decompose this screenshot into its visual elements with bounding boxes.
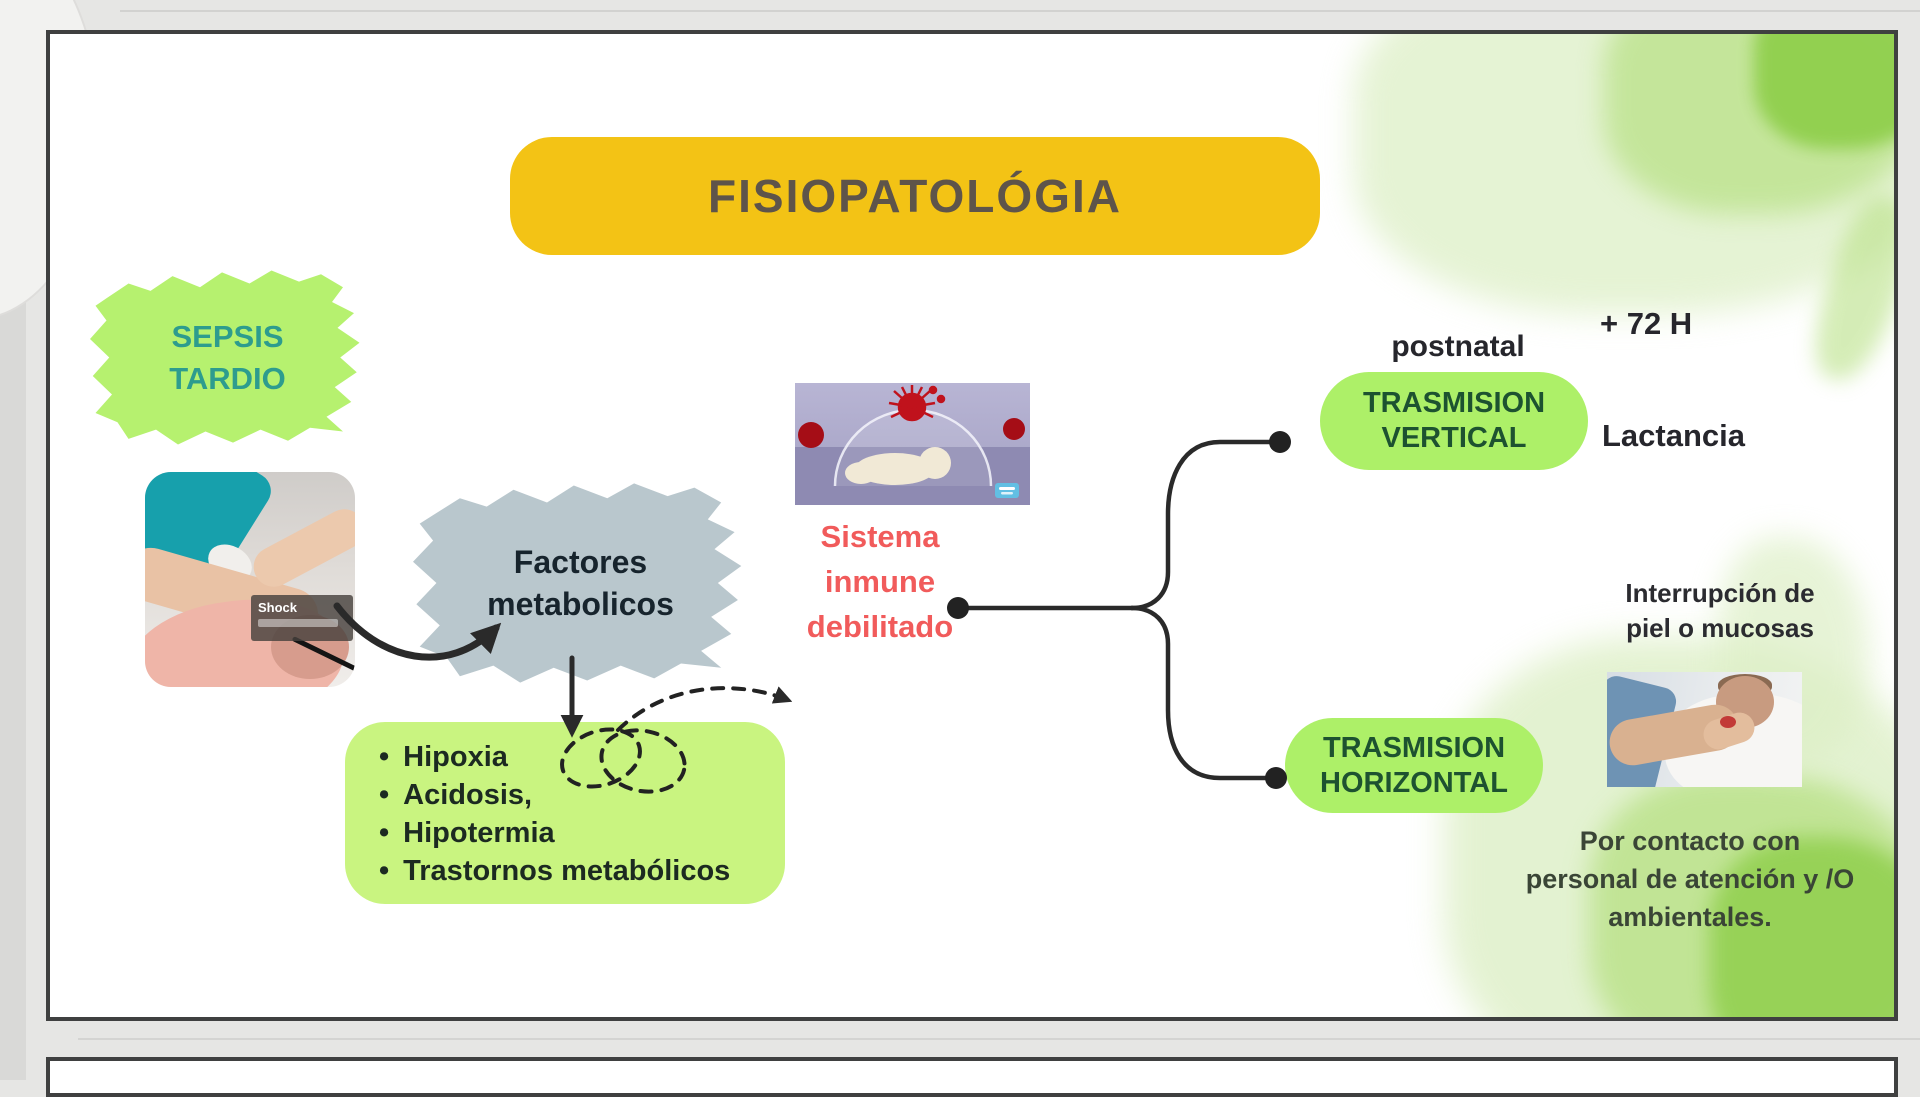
virus-ball-right: [1003, 418, 1025, 440]
metabolic-factors-list-box: Hipoxia Acidosis, Hipotermia Trastornos …: [345, 722, 785, 904]
sepsis-line2: TARDIO: [169, 360, 286, 396]
photo1-caption-box: Shock: [251, 595, 353, 641]
logo-chip: [995, 483, 1019, 498]
virus-spiky: [888, 385, 946, 422]
factores-line2: metabolicos: [487, 586, 674, 622]
sistema-line2: inmune: [824, 564, 936, 599]
connector-dot: [1269, 431, 1291, 453]
previous-slide-gap-line: [120, 10, 1920, 12]
watercolor-bottom-right-dark: [1709, 837, 1894, 1017]
lactancia-label: Lactancia: [1602, 418, 1746, 453]
photo2-red-patch: [1720, 716, 1736, 728]
metabolic-factors-list: Hipoxia Acidosis, Hipotermia Trastornos …: [379, 738, 785, 890]
page-title: FISIOPATOLÓGIA: [708, 170, 1122, 222]
interrupcion-line1: Interrupción de: [1625, 578, 1815, 608]
pill-h-line2: HORIZONTAL: [1320, 766, 1508, 799]
sleeping-baby: [845, 447, 951, 485]
factores-line1: Factores: [513, 544, 648, 580]
list-item: Hipotermia: [379, 814, 785, 852]
factores-metabolicos-blob: Factores metabolicos: [413, 483, 742, 683]
photo1-caption-text: Shock: [258, 600, 298, 615]
sistema-inmune-label: Sistema inmune debilitado: [768, 514, 992, 649]
photo-nicu-baby: [1607, 672, 1802, 787]
illustration-canvas: [795, 383, 1030, 505]
next-slide-gap-line: [78, 1038, 1920, 1040]
list-item: Acidosis,: [379, 776, 785, 814]
slide-page-next[interactable]: [46, 1057, 1898, 1097]
sistema-line3: debilitado: [806, 609, 954, 644]
contacto-line1: Por contacto con: [1579, 826, 1801, 856]
postnatal-label: postnatal: [1391, 330, 1525, 363]
illustration-baby-under-dome: [795, 383, 1030, 505]
pill-h-line1: TRASMISION: [1322, 731, 1506, 764]
slide-page-current[interactable]: FISIOPATOLÓGIA SEPSIS TARDIO Shock Facto…: [46, 30, 1898, 1021]
trasmision-horizontal-pill: TRASMISION HORIZONTAL: [1285, 718, 1543, 813]
connector-dot: [1265, 767, 1287, 789]
plus-72h-label: + 72 H: [1600, 306, 1693, 341]
sistema-line1: Sistema: [820, 519, 940, 554]
list-item: Trastornos metabólicos: [379, 852, 785, 890]
interrupcion-line2: piel o mucosas: [1626, 613, 1814, 643]
list-item: Hipoxia: [379, 738, 785, 776]
trasmision-vertical-pill: TRASMISION VERTICAL: [1320, 372, 1588, 470]
contacto-line2: personal de atención y /O: [1525, 864, 1855, 894]
virus-ball-left: [798, 422, 824, 448]
photo-newborn-exam: Shock: [145, 472, 355, 687]
interrupcion-note: Interrupción de piel o mucosas: [1590, 576, 1850, 646]
pill-v-line1: TRASMISION: [1362, 387, 1546, 419]
title-banner: FISIOPATOLÓGIA: [510, 137, 1320, 255]
photo1-caption-subline: [258, 619, 338, 627]
pill-v-line2: VERTICAL: [1381, 422, 1527, 454]
watercolor-top-right-dark: [1754, 34, 1894, 149]
por-contacto-note: Por contacto con personal de atención y …: [1500, 822, 1880, 936]
contacto-line3: ambientales.: [1608, 902, 1772, 932]
sepsis-line1: SEPSIS: [171, 318, 284, 354]
sepsis-tardio-blob: SEPSIS TARDIO: [90, 270, 360, 445]
photo1-second-hand: [246, 502, 355, 594]
